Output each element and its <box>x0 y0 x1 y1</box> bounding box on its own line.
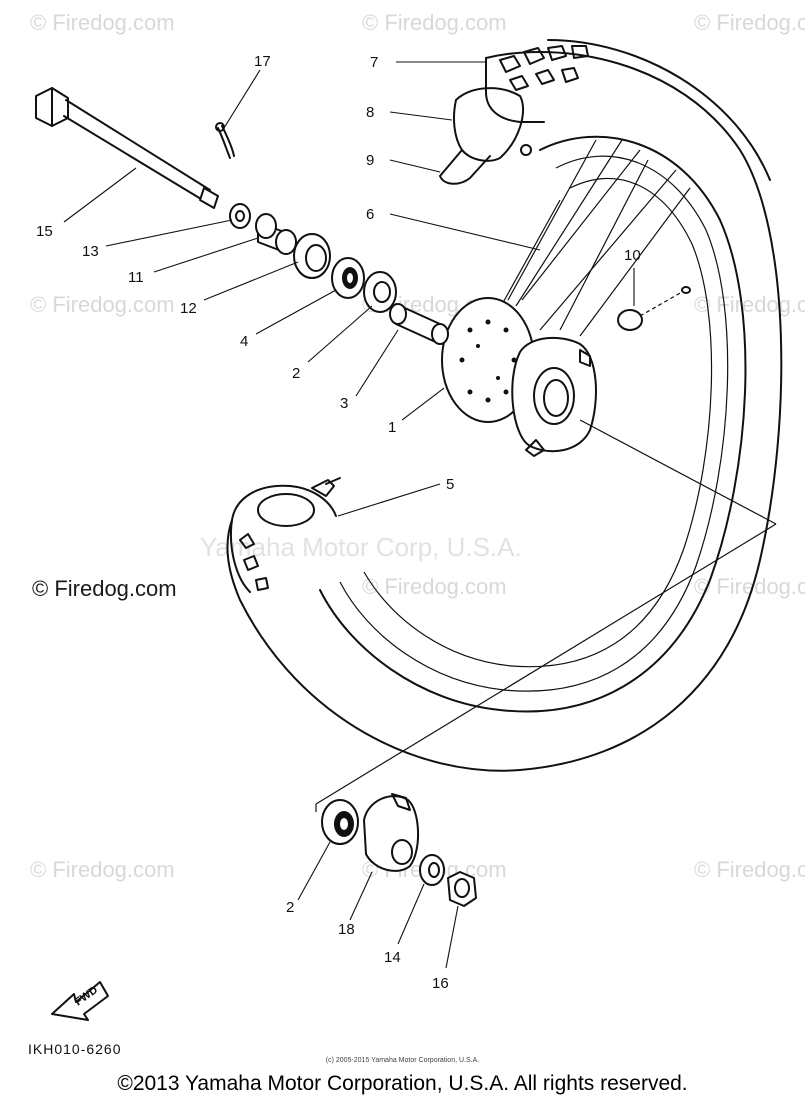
watermark-text: © Firedog.com <box>694 292 805 317</box>
hub-drawing <box>441 297 597 457</box>
callout-2: 2 <box>292 365 300 382</box>
fwd-arrow-icon: FWD <box>51 981 109 1021</box>
callout-4: 4 <box>240 333 248 350</box>
watermark-text: © Firedog.com <box>30 10 175 35</box>
tire-drawing <box>226 39 783 772</box>
watermark-text: © Firedog.com <box>362 10 507 35</box>
leader-lines <box>63 61 635 969</box>
callout-14: 14 <box>384 949 401 966</box>
drawing-code: IKH010-6260 <box>28 1041 122 1057</box>
watermark-text: © Firedog.com <box>30 292 175 317</box>
callout-10: 10 <box>624 247 641 264</box>
callout-16: 16 <box>432 975 449 992</box>
callout-17: 17 <box>254 53 271 70</box>
callout-7: 7 <box>370 54 378 71</box>
watermark-text: © Firedog.com <box>30 857 175 882</box>
explode-lines <box>315 419 777 812</box>
callout-15: 15 <box>36 223 53 240</box>
spokes-drawing <box>499 139 691 337</box>
firedog-watermark: © Firedog.com <box>32 576 177 601</box>
callout-9: 9 <box>366 152 374 169</box>
small-copyright: (c) 2005-2015 Yamaha Motor Corporation, … <box>325 1057 480 1064</box>
callout-1: 1 <box>388 419 396 436</box>
callout-3: 3 <box>340 395 348 412</box>
callout-12: 12 <box>180 300 197 317</box>
lower-parts-drawing <box>321 793 477 907</box>
axle-drawing <box>35 87 235 209</box>
watermark-layer: © Firedog.com © Firedog.com © Firedog.co… <box>30 10 805 882</box>
callout-5: 5 <box>446 476 454 493</box>
watermark-text: © Firedog.com <box>694 857 805 882</box>
callout-13: 13 <box>82 243 99 260</box>
callout-8: 8 <box>366 104 374 121</box>
watermark-text: © Firedog.com <box>362 574 507 599</box>
watermark-text: © Firedog.com <box>694 10 805 35</box>
callout-6: 6 <box>366 206 374 223</box>
callout-18: 18 <box>338 921 355 938</box>
callout-2-lower: 2 <box>286 899 294 916</box>
callout-11: 11 <box>128 269 144 286</box>
copyright-footer: ©2013 Yamaha Motor Corporation, U.S.A. A… <box>117 1072 688 1095</box>
axle-parts-drawing <box>229 203 691 345</box>
callout-labels: 17 7 8 9 6 15 13 11 12 4 2 3 1 10 5 2 18… <box>36 53 641 992</box>
